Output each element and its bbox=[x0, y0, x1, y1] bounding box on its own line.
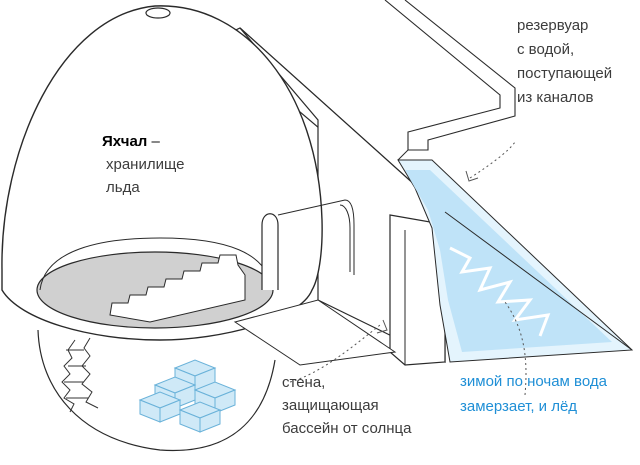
dome-top-vent bbox=[146, 8, 170, 18]
yakhchal-label: Яхчал – bbox=[102, 131, 160, 152]
winter-line2: замерзает, и лёд bbox=[460, 396, 577, 417]
ice-blocks bbox=[140, 360, 235, 432]
pit-stairs bbox=[62, 338, 98, 412]
wall-line1: стена, bbox=[282, 372, 325, 393]
reservoir-line4: из каналов bbox=[517, 87, 594, 108]
reservoir-line3: поступающей bbox=[517, 63, 612, 84]
canal-pipe bbox=[385, 0, 515, 150]
yakhchal-name: Яхчал bbox=[102, 133, 147, 150]
wall-line2: защищающая bbox=[282, 395, 379, 416]
reservoir-line2: с водой, bbox=[517, 39, 574, 60]
yakhchal-line2: хранилище bbox=[106, 154, 185, 175]
yakhchal-dash: – bbox=[147, 133, 160, 150]
winter-line1: зимой по ночам вода bbox=[460, 371, 607, 392]
yakhchal-line3: льда bbox=[106, 177, 140, 198]
tunnel-doorway bbox=[262, 214, 278, 290]
wall-line3: бассейн от солнца bbox=[282, 418, 411, 439]
reservoir-line1: резервуар bbox=[517, 15, 588, 36]
